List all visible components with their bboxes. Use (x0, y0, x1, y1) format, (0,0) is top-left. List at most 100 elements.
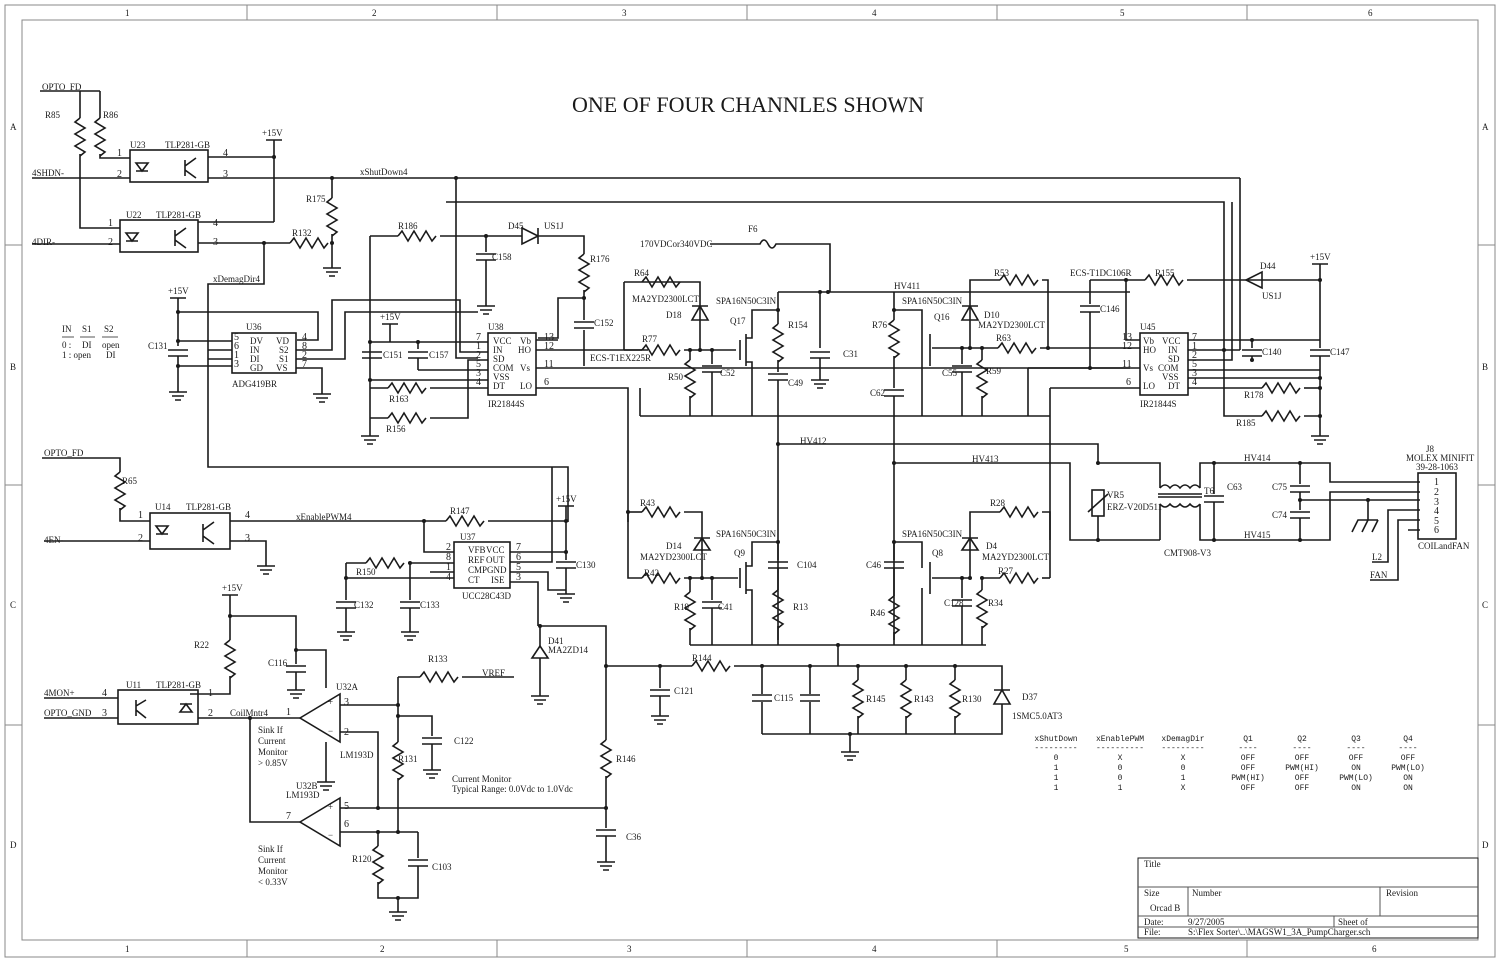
svg-text:R50: R50 (668, 372, 684, 382)
truth-table-cell: OFF (1241, 754, 1256, 763)
phototransistor-icon (184, 157, 197, 179)
svg-text:Q16: Q16 (934, 312, 950, 322)
svg-text:MA2YD2300LCT: MA2YD2300LCT (632, 294, 700, 304)
svg-text:R120: R120 (352, 854, 372, 864)
svg-text:VS: VS (276, 363, 288, 373)
svg-text:US1J: US1J (1262, 291, 1282, 301)
svg-text:+15V: +15V (380, 312, 401, 322)
row-label: A (10, 122, 17, 132)
svg-text:COM: COM (493, 363, 514, 373)
svg-text:< 0.33V: < 0.33V (258, 877, 288, 887)
svg-text:3: 3 (344, 697, 349, 708)
svg-text:D10: D10 (984, 310, 1000, 320)
row-label: D (10, 840, 17, 850)
net-label: CoilMntr4 (230, 708, 269, 718)
svg-text:SD: SD (1168, 354, 1180, 364)
net-label: FAN (1370, 570, 1388, 580)
svg-text:IR21844S: IR21844S (488, 399, 525, 409)
svg-text:C132: C132 (354, 600, 374, 610)
lower-bridge: R43 D14 MA2YD2300LCT R42 R19 C41 Q9 SPA1… (626, 498, 1051, 666)
svg-text:DV: DV (250, 336, 263, 346)
svg-text:C131: C131 (148, 341, 168, 351)
net-label: HV412 (800, 436, 827, 446)
truth-table-cell: PWM(LO) (1391, 764, 1425, 773)
svg-text:SPA16N50C3IN: SPA16N50C3IN (902, 529, 963, 539)
svg-text:R155: R155 (1155, 268, 1175, 278)
svg-text:2: 2 (208, 708, 213, 719)
svg-text:C128: C128 (944, 598, 964, 608)
svg-text:C74: C74 (1272, 510, 1288, 520)
svg-text:IN: IN (1168, 345, 1178, 355)
truth-table-header: xShutDown (1034, 735, 1077, 744)
svg-text:C130: C130 (576, 560, 596, 570)
transformer-icon (1159, 484, 1201, 490)
svg-text:U11: U11 (126, 680, 141, 690)
svg-text:IR21844S: IR21844S (1140, 399, 1177, 409)
svg-text:R22: R22 (194, 640, 209, 650)
svg-text:+15V: +15V (168, 286, 189, 296)
net-label: 4SHDN- (32, 168, 64, 178)
svg-text:4: 4 (213, 218, 218, 229)
svg-text:S1: S1 (279, 354, 289, 364)
svg-text:Vs: Vs (1143, 363, 1153, 373)
page-title: ONE OF FOUR CHANNLES SHOWN (572, 92, 924, 117)
svg-text:Sink If: Sink If (258, 725, 283, 735)
svg-text:U22: U22 (126, 210, 142, 220)
chassis-ground-icon (1351, 500, 1379, 533)
svg-text:COILandFAN: COILandFAN (1418, 541, 1470, 551)
svg-text:4: 4 (102, 688, 107, 699)
svg-text:D4: D4 (986, 541, 997, 551)
truth-table: xShutDown---------xEnablePWM----------xD… (1034, 735, 1424, 793)
switch-table-header: IN (62, 324, 72, 334)
svg-text:2: 2 (1434, 487, 1439, 498)
svg-text:1: 1 (1434, 477, 1439, 488)
truth-table-divider: ---- (1292, 744, 1311, 753)
svg-text:S2: S2 (104, 324, 114, 334)
col-label: 6 (1368, 8, 1373, 18)
led-icon (154, 525, 170, 536)
svg-text:1: 1 (286, 707, 291, 718)
svg-text:R145: R145 (866, 694, 886, 704)
svg-text:D18: D18 (666, 310, 682, 320)
truth-table-divider: --------- (1034, 744, 1077, 753)
svg-text:DT: DT (493, 381, 505, 391)
svg-text:7: 7 (1192, 332, 1197, 343)
truth-table-header: Q4 (1403, 735, 1413, 744)
svg-text:U14: U14 (155, 502, 171, 512)
mosfet-icon (739, 309, 778, 416)
svg-text:ERZ-V20D511: ERZ-V20D511 (1107, 502, 1162, 512)
net-label: xEnablePWM4 (296, 512, 352, 522)
svg-text:CMP: CMP (468, 565, 487, 575)
svg-text:MA2ZD14: MA2ZD14 (548, 645, 588, 655)
col-label: 3 (622, 8, 627, 18)
truth-table-cell: OFF (1295, 784, 1310, 793)
truth-table-divider: ---- (1398, 744, 1417, 753)
svg-text:MA2YD2300LCT: MA2YD2300LCT (982, 552, 1050, 562)
truth-table-cell: OFF (1295, 774, 1310, 783)
net-label: L2 (1372, 552, 1382, 562)
svg-text:+15V: +15V (222, 583, 243, 593)
svg-text:DI: DI (82, 340, 92, 350)
net-label: OPTO_FD (44, 448, 84, 458)
svg-text:6: 6 (1434, 525, 1439, 536)
svg-text:R46: R46 (870, 608, 886, 618)
svg-text:U37: U37 (460, 532, 476, 542)
svg-text:−: − (328, 726, 333, 736)
date-value: 9/27/2005 (1188, 917, 1225, 927)
svg-text:R150: R150 (356, 567, 376, 577)
truth-table-cell: 0 (1054, 754, 1059, 763)
svg-text:R13: R13 (793, 602, 809, 612)
svg-text:File:: File: (1144, 927, 1161, 937)
svg-text:SPA16N50C3IN: SPA16N50C3IN (902, 296, 963, 306)
svg-text:U45: U45 (1140, 322, 1156, 332)
u38-body (487, 332, 537, 396)
svg-text:DI: DI (250, 354, 260, 364)
svg-text:1SMC5.0AT3: 1SMC5.0AT3 (1012, 711, 1063, 721)
svg-text:2: 2 (108, 237, 113, 248)
svg-text:R147: R147 (450, 506, 470, 516)
svg-text:R146: R146 (616, 754, 636, 764)
svg-text:VCC: VCC (486, 545, 505, 555)
col-label: 5 (1120, 8, 1125, 18)
truth-table-cell: X (1181, 784, 1186, 793)
